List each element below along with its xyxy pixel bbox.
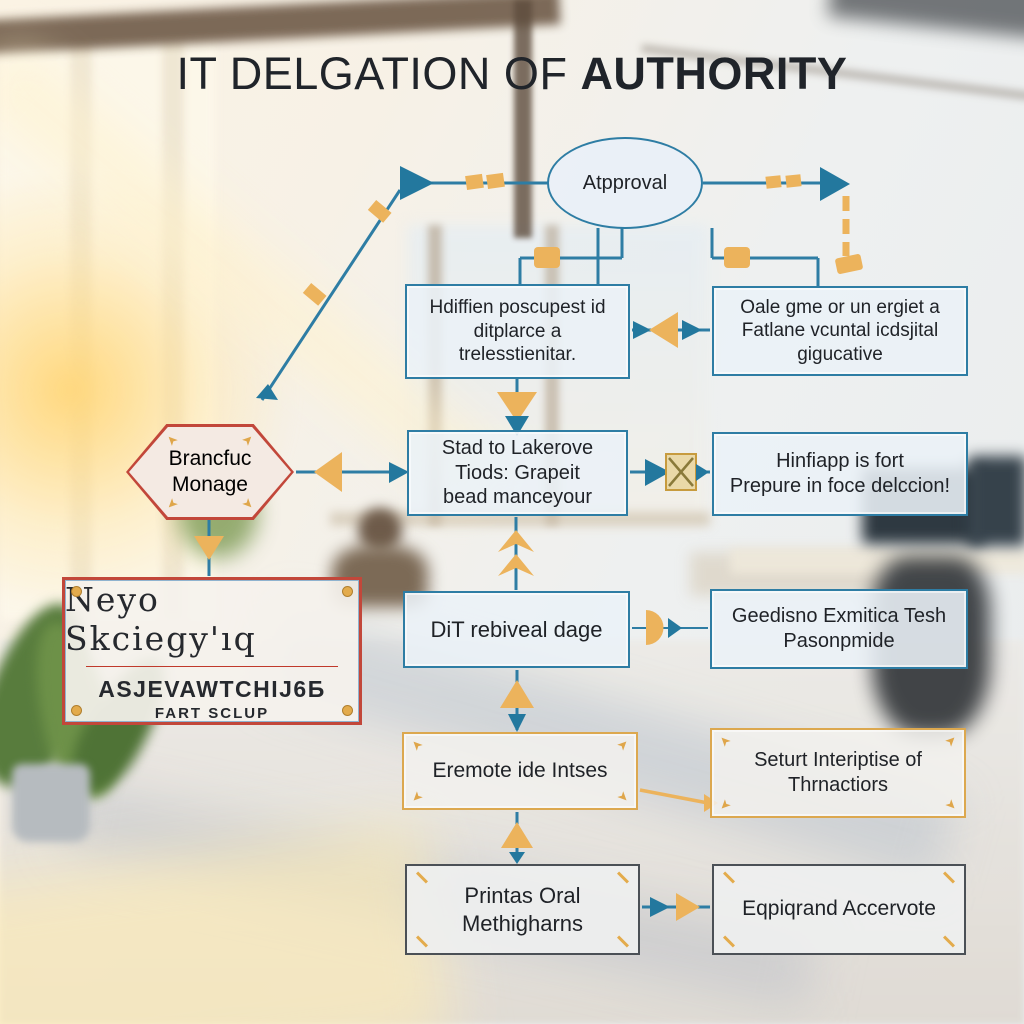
flow-box-seturt-label: Seturt Interiptise of Thrnactiors <box>754 749 922 796</box>
flow-box-printas: Printas Oral Methigharns <box>405 864 640 955</box>
corner-arrow-icon <box>613 735 633 755</box>
pushpin-icon <box>342 705 353 716</box>
corner-arrow-icon <box>407 787 427 807</box>
flow-box-hinfiapp-label: Hinfiapp is fort Prepure in foce delccio… <box>729 450 951 497</box>
flow-box-eqpiqrand-label: Eqpiqrand Accervote <box>742 897 936 921</box>
flow-box-oale-label: Oale gme or un ergiet a Fatlane vcuntal … <box>740 296 940 365</box>
gold-connectors <box>302 172 863 812</box>
flow-box-oale: Oale gme or un ergiet a Fatlane vcuntal … <box>712 286 968 376</box>
pushpin-icon <box>71 705 82 716</box>
arrowheads <box>194 166 850 921</box>
flow-oval-approval: Atpproval <box>547 137 703 229</box>
flow-box-geedisno-label: Geedisno Exmitica Tesh Pasonpmide <box>731 605 947 652</box>
flow-box-hinfiapp: Hinfiapp is fort Prepure in foce delccio… <box>712 432 968 516</box>
flow-box-stad-label: Stad to Lakerove Tiods: Grapeit bead man… <box>441 436 594 509</box>
gold-tick-icon <box>415 871 429 884</box>
corner-arrow-icon <box>715 731 735 751</box>
flow-box-strategy: Neyo Skciegy'ıq ASJEVAWTCHIJ6Б FART SCLU… <box>62 577 362 725</box>
flow-box-printas-label: Printas Oral Methigharns <box>461 883 584 936</box>
flow-box-hdiffien: Hdiffien poscupest id ditplarce a treles… <box>405 284 630 379</box>
pushpin-icon <box>71 586 82 597</box>
page-title-regular: IT DELGATION OF <box>176 48 568 99</box>
corner-arrow-icon <box>941 731 961 751</box>
flow-box-hdiffien-label: Hdiffien poscupest id ditplarce a treles… <box>429 297 606 366</box>
flow-hexagon-brancfuc: Brancfuc Monage <box>126 424 294 520</box>
gold-tick-icon <box>616 871 630 884</box>
flow-box-eqpiqrand: Eqpiqrand Accervote <box>712 864 966 955</box>
flow-box-eremote: Eremote ide Intses <box>402 732 638 810</box>
corner-arrow-icon <box>613 787 633 807</box>
flow-box-geedisno: Geedisno Exmitica Tesh Pasonpmide <box>710 589 968 669</box>
strategy-heading: Neyo Skciegy'ıq <box>65 580 257 658</box>
gold-tick-icon <box>415 935 429 948</box>
page-title-emphasis: AUTHORITY <box>580 48 848 99</box>
gold-tick-icon <box>942 871 956 884</box>
hexagon-fill: Brancfuc Monage <box>129 427 291 517</box>
gold-tick-icon <box>942 935 956 948</box>
strategy-divider <box>85 666 339 667</box>
gold-tick-icon <box>722 871 736 884</box>
corner-arrow-icon <box>407 735 427 755</box>
flow-box-stad: Stad to Lakerove Tiods: Grapeit bead man… <box>407 430 628 516</box>
corner-arrow-icon <box>715 795 735 815</box>
strategy-subtitle-1: ASJEVAWTCHIJ6Б <box>98 676 326 702</box>
flow-box-dit-label: DiT rebiveal dage <box>430 616 603 642</box>
gold-tick-icon <box>616 935 630 948</box>
hexagon-label: Brancfuc Monage <box>168 446 252 496</box>
strategy-subtitle-2: FART SCLUP <box>154 705 270 722</box>
approval-label: Atpproval <box>582 171 668 194</box>
flow-box-seturt: Seturt Interiptise of Thrnactiors <box>710 728 966 818</box>
flow-box-dit: DiT rebiveal dage <box>403 591 630 668</box>
gold-tick-icon <box>722 935 736 948</box>
flow-box-eremote-label: Eremote ide Intses <box>432 758 608 782</box>
pushpin-icon <box>342 586 353 597</box>
corner-arrow-icon <box>941 795 961 815</box>
